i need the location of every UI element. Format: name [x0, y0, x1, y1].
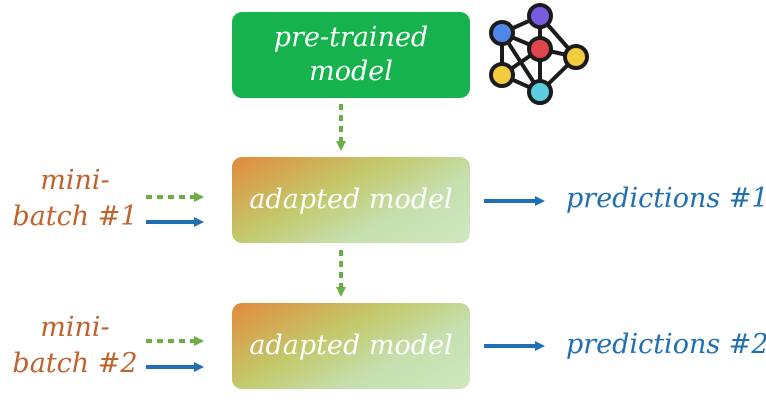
pretrained-model-box: pre-trained model — [232, 12, 470, 98]
mini-batch-label-1: mini- batch #1 — [12, 165, 138, 232]
adapted-model-box-1: adapted model — [232, 157, 470, 243]
adapted-model-label-1: adapted model — [249, 184, 453, 215]
network-node-yellow-left — [489, 62, 515, 88]
network-node-purple — [527, 3, 553, 29]
neural-network-icon — [489, 3, 589, 105]
network-node-yellow-right — [563, 44, 589, 70]
pretrained-model-label: pre-trained model — [273, 22, 429, 87]
network-node-red — [527, 36, 553, 62]
predictions-label-1: predictions #1 — [566, 183, 766, 214]
predictions-label-2: predictions #2 — [566, 329, 766, 360]
network-node-cyan — [527, 79, 553, 105]
mini-batch-label-2: mini- batch #2 — [12, 312, 138, 379]
adapted-model-label-2: adapted model — [249, 330, 453, 361]
adapted-model-box-2: adapted model — [232, 303, 470, 389]
network-node-blue — [489, 20, 515, 46]
